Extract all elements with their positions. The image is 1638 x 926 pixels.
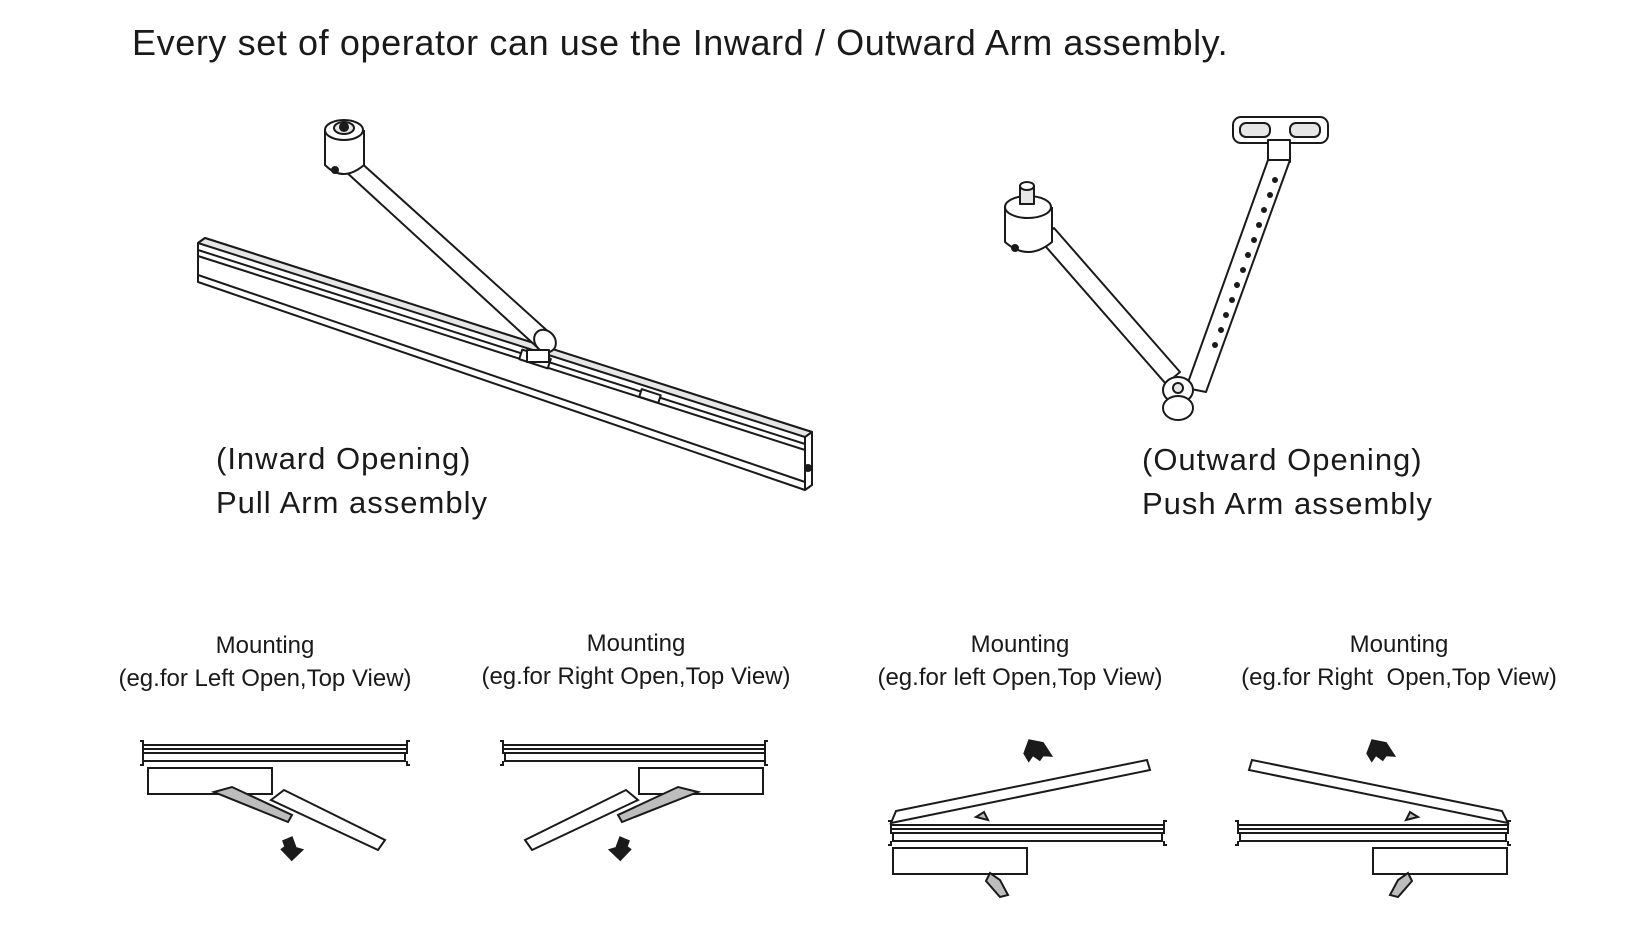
mounting-title: Mounting: [215, 632, 315, 659]
mounting-caption-3: Mounting (eg.for left Open,Top View): [862, 628, 1178, 694]
mounting-bracket: [1232, 116, 1329, 163]
door-leaf: [269, 788, 387, 852]
mounting-caption-2: Mounting (eg.for Right Open,Top View): [462, 627, 810, 693]
push-arm-label: Push Arm assembly: [1142, 486, 1433, 521]
arm-linkage: [973, 810, 990, 822]
arm-pivot-hub: [324, 119, 365, 175]
arm-linkage: [210, 785, 294, 824]
inward-opening-label: (Inward Opening): [216, 441, 472, 476]
operator-body: [147, 767, 273, 795]
operator-body: [892, 847, 1028, 875]
mounting-caption-4: Mounting (eg.for Right Open,Top View): [1222, 628, 1576, 694]
mounting-diagram-left-open-push: [888, 739, 1167, 899]
adjustment-holes: [1212, 177, 1278, 348]
push-arm-assembly-illustration: [1004, 116, 1329, 421]
arm-linkage-lower: [984, 871, 1010, 899]
arrow-up-icon: [1366, 739, 1397, 763]
mounting-subtitle: (eg.for Left Open,Top View): [118, 665, 412, 692]
mounting-title: Mounting: [586, 630, 686, 657]
mounting-subtitle: (eg.for Right Open,Top View): [1241, 664, 1557, 691]
arm-linkage-lower: [1388, 871, 1414, 899]
mounting-subtitle: (eg.for Right Open,Top View): [481, 663, 791, 690]
door-leaf: [1247, 758, 1510, 825]
inward-opening-caption: (Inward Opening) Pull Arm assembly: [216, 437, 488, 525]
outward-opening-label: (Outward Opening): [1142, 442, 1423, 477]
push-arm: [1039, 227, 1181, 385]
door-leaf: [889, 758, 1152, 825]
mounting-subtitle: (eg.for left Open,Top View): [877, 664, 1163, 691]
outward-opening-caption: (Outward Opening) Push Arm assembly: [1142, 438, 1433, 526]
arrow-down-icon: [607, 836, 632, 862]
mounting-diagram-right-open-pull: [500, 740, 768, 862]
mounting-title: Mounting: [970, 631, 1070, 658]
door-leaf: [523, 788, 640, 852]
operator-body: [638, 767, 764, 795]
pull-arm-label: Pull Arm assembly: [216, 485, 488, 520]
mounting-diagram-right-open-push: [1235, 739, 1511, 899]
arrow-down-icon: [280, 836, 305, 862]
page-headline: Every set of operator can use the Inward…: [132, 22, 1229, 63]
arm-linkage: [616, 785, 702, 824]
operator-spindle-hub: [1004, 181, 1053, 253]
adjustable-arm: [1185, 159, 1291, 393]
arrow-up-icon: [1023, 739, 1054, 763]
elbow-joint: [1162, 376, 1194, 421]
mounting-title: Mounting: [1349, 631, 1449, 658]
arm-linkage: [1404, 810, 1421, 822]
mounting-caption-1: Mounting (eg.for Left Open,Top View): [100, 629, 430, 695]
pull-arm: [343, 159, 557, 363]
slide-track-rail: [197, 237, 813, 491]
operator-body: [1372, 847, 1508, 875]
mounting-diagram-left-open-pull: [140, 740, 410, 862]
